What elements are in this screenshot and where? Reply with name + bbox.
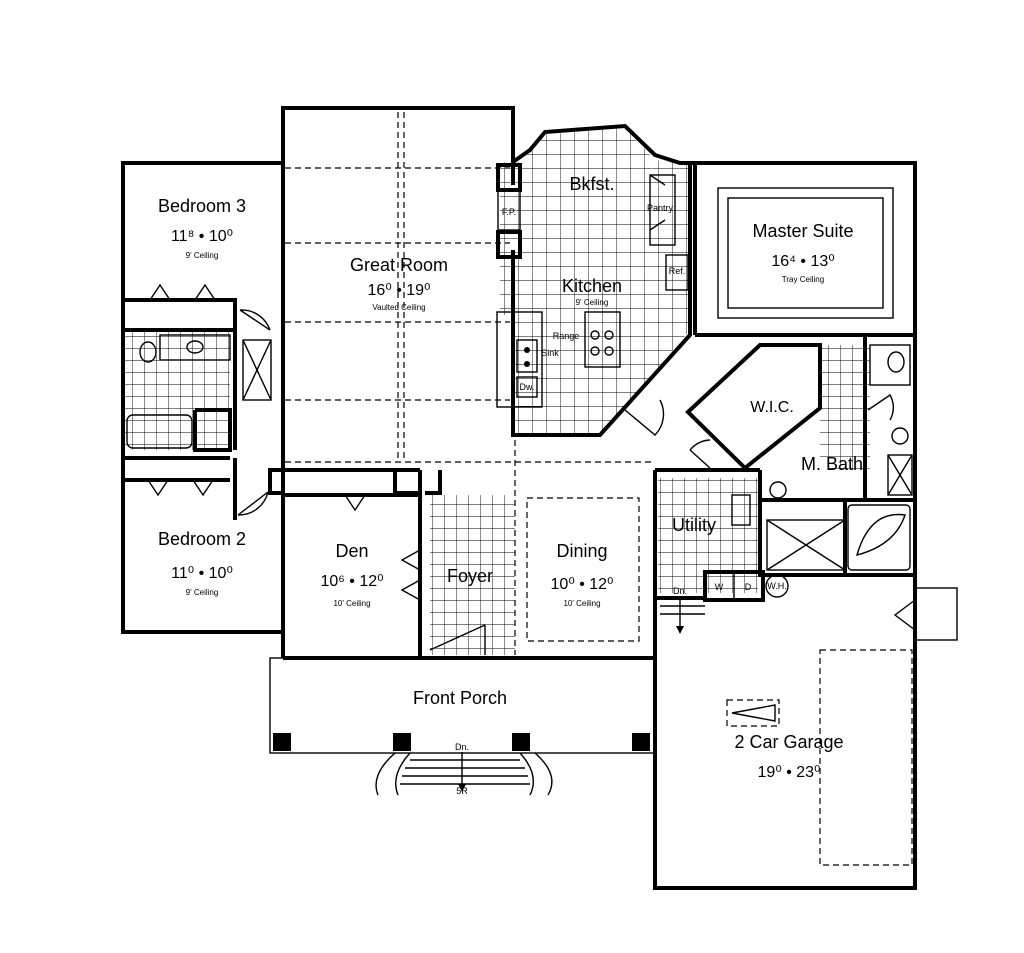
porch-steps-label: 5R xyxy=(456,786,468,796)
vaulted-ceiling-lines xyxy=(285,112,655,655)
washer-label: W xyxy=(715,582,724,592)
ref-label: Ref. xyxy=(669,266,686,276)
kitchen-label: Kitchen xyxy=(562,276,622,296)
utility-stairs xyxy=(660,597,705,634)
bedroom2-dims: 11⁰ • 10⁰ xyxy=(171,565,233,582)
bedroom2-ceiling: 9' Ceiling xyxy=(186,588,219,597)
master-suite-ceiling: Tray Ceiling xyxy=(782,275,824,284)
dining-ceiling: 10' Ceiling xyxy=(563,599,600,608)
master-suite-label: Master Suite xyxy=(752,221,853,241)
utility-label: Utility xyxy=(672,515,716,535)
dining-dims: 10⁰ • 12⁰ xyxy=(551,576,614,593)
kitchen-counters xyxy=(496,174,689,408)
bath-fixtures xyxy=(126,334,913,602)
range-label: Range xyxy=(553,331,580,341)
foyer-label: Foyer xyxy=(447,566,493,586)
garage-dims: 19⁰ • 23⁰ xyxy=(758,764,821,781)
bedroom2-label: Bedroom 2 xyxy=(158,529,246,549)
doors xyxy=(147,174,916,631)
bedroom3-label: Bedroom 3 xyxy=(158,196,246,216)
bedroom3-dims: 11⁸ • 10⁰ xyxy=(171,228,233,245)
wic-label: W.I.C. xyxy=(750,399,794,416)
den-label: Den xyxy=(335,541,368,561)
front-porch xyxy=(269,657,656,796)
foyer-steps xyxy=(429,624,486,655)
utility-down-label: Dn. xyxy=(673,586,687,596)
den-ceiling: 10' Ceiling xyxy=(333,599,370,608)
attic-access xyxy=(726,699,780,727)
garage-side-door xyxy=(914,587,958,641)
water-heater-label: W.H. xyxy=(767,581,787,591)
dining-label: Dining xyxy=(556,541,607,561)
fireplace xyxy=(496,163,522,259)
pantry-label: Pantry xyxy=(647,203,674,213)
great-room-label: Great Room xyxy=(350,255,448,275)
sink-label: Sink xyxy=(541,348,559,358)
interior-walls xyxy=(123,162,915,658)
tray-ceiling xyxy=(717,187,894,319)
fireplace-label: F.P. xyxy=(502,207,516,217)
dw-label: Dw. xyxy=(519,382,534,392)
den-dims: 10⁶ • 12⁰ xyxy=(320,573,383,590)
dining-ceiling-outline xyxy=(526,497,640,642)
fixture-labels: F.P. Pantry Ref. Range Sink Dw. W.H. Dn.… xyxy=(455,203,787,796)
porch-down-label: Dn. xyxy=(455,742,469,752)
foyer-jamb-2 xyxy=(425,470,442,495)
bedroom3-ceiling: 9' Ceiling xyxy=(186,251,219,260)
bkfst-label: Bkfst. xyxy=(569,174,614,194)
room-labels: Bedroom 3 11⁸ • 10⁰ 9' Ceiling Great Roo… xyxy=(158,174,863,781)
kitchen-ceiling: 9' Ceiling xyxy=(576,298,609,307)
garage-door-outline xyxy=(819,649,913,866)
hall-niche xyxy=(268,468,283,495)
master-suite-dims: 16⁴ • 13⁰ xyxy=(771,253,834,270)
garage-label: 2 Car Garage xyxy=(734,732,843,752)
foyer-jamb xyxy=(393,470,420,495)
front-porch-label: Front Porch xyxy=(413,688,507,708)
great-room-dims: 16⁰ • 19⁰ xyxy=(368,282,431,299)
great-room-ceiling: Vaulted Ceiling xyxy=(372,303,425,312)
tiled-floors xyxy=(125,128,870,655)
dryer-label: D xyxy=(745,582,752,592)
mbath-label: M. Bath xyxy=(801,454,863,474)
